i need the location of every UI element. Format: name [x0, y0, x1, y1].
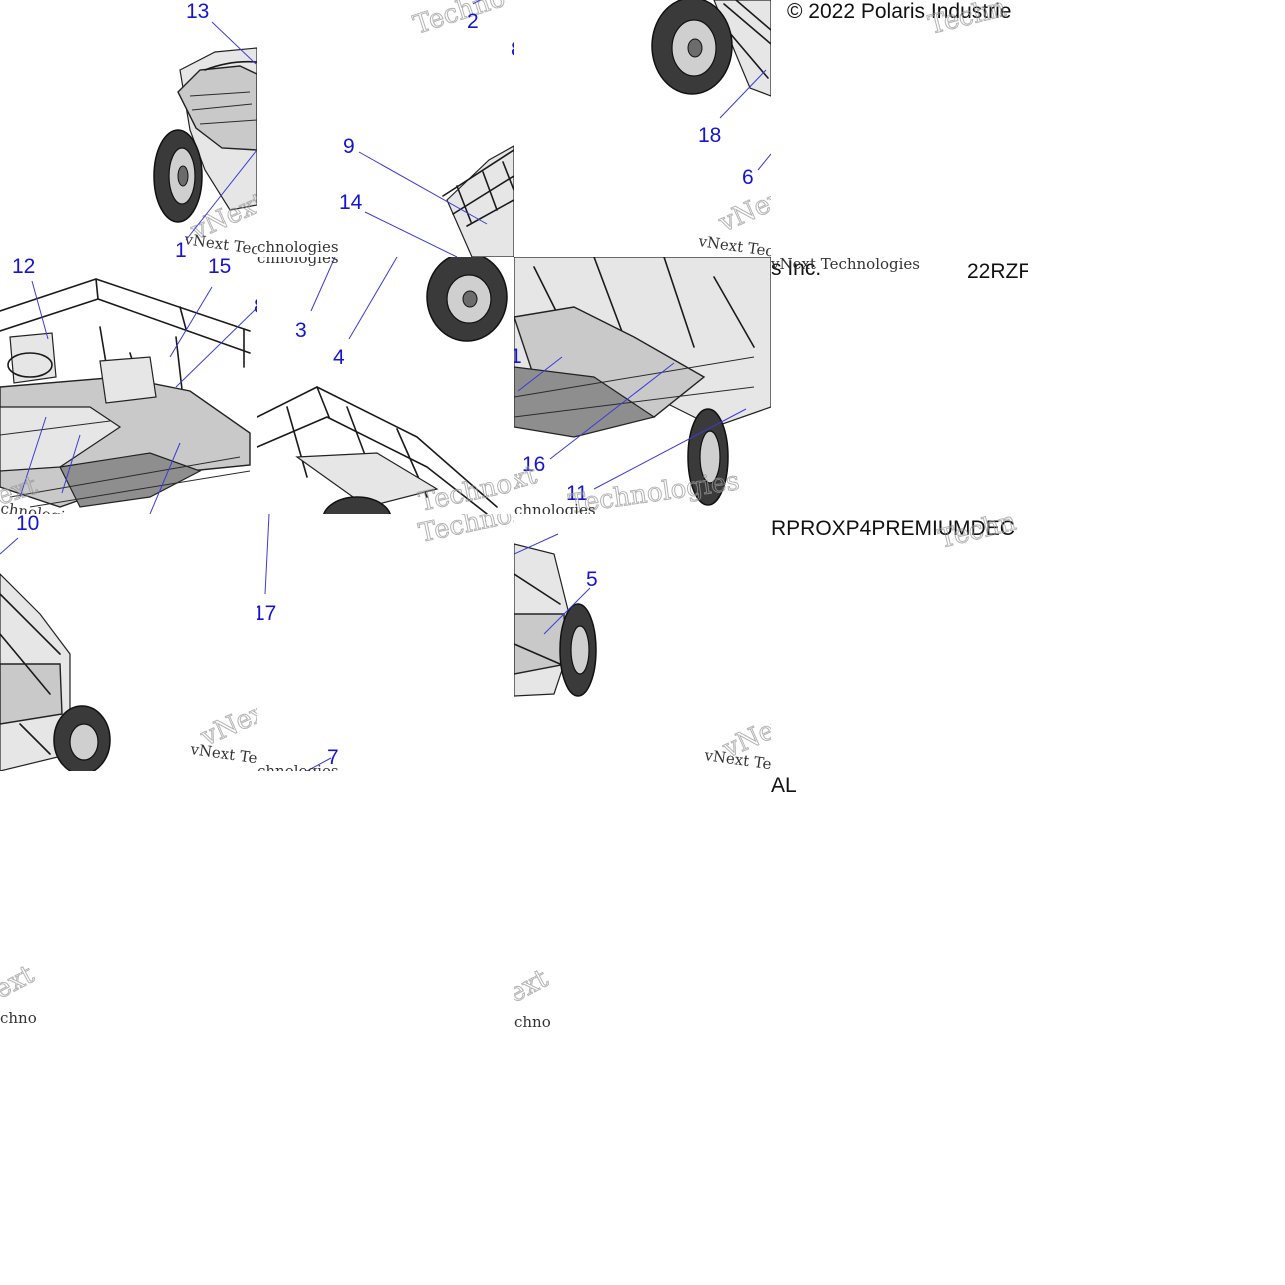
callout-8: 8 [254, 295, 257, 318]
model-code-body: RPROXP4PREMIUMDEC [771, 517, 1015, 540]
callout-6: 6 [742, 166, 754, 189]
watermark-stamp: chnologies [257, 238, 339, 256]
svg-text:ext: ext [514, 963, 554, 1009]
watermark-stamp: vNext vNext Technologies [188, 693, 257, 771]
tile-copyright: © 2022 Polaris Industrie Techn [771, 0, 1028, 257]
watermark-stamp: Techno [409, 0, 509, 41]
svg-text:chnologies: chnologies [257, 257, 339, 267]
svg-text:Technologies: Technologies [416, 514, 514, 549]
vehicle-front-fender [177, 47, 257, 211]
callout-10: 10 [16, 514, 39, 535]
front-left-tire [687, 408, 729, 506]
watermark-stamp: Technologies chnologies [257, 514, 514, 771]
callout-3: 3 [295, 319, 307, 342]
watermark-stamp: vNext vNext Technologies [702, 705, 771, 771]
rear-cage-section [442, 145, 514, 257]
svg-text:vNext Technologies: vNext Technologies [188, 740, 257, 771]
callout-15: 15 [208, 257, 231, 278]
seats [7, 332, 157, 404]
cockpit-interior [514, 257, 771, 438]
callout-9: 9 [343, 135, 355, 158]
callout-11: 11 [566, 482, 588, 505]
rear-cage-lower [257, 386, 498, 514]
rear-tire [426, 257, 508, 342]
callout-14: 14 [339, 191, 363, 214]
tile-front-wheel: 18 6 vNext vNext Technologies [514, 0, 771, 257]
model-code-tail: AL [771, 774, 797, 797]
svg-text:chnologies: chnologies [257, 238, 339, 256]
callout-7: 7 [327, 746, 339, 769]
tile-empty-2 [257, 771, 514, 1028]
callout-12: 12 [12, 257, 35, 278]
tile-empty-3: ext chno [514, 771, 771, 1028]
svg-text:Techno: Techno [416, 469, 514, 514]
copyright-text: © 2022 Polaris Industrie [787, 0, 1012, 23]
watermark-stamp: vNext vNext Technologies [696, 179, 771, 257]
watermark-stamp: ext chno [514, 963, 554, 1028]
svg-text:ext: ext [0, 959, 40, 1005]
callout-2: 2 [467, 10, 479, 33]
callout-13: 13 [186, 0, 209, 23]
model-code-head: 22RZF [967, 260, 1028, 283]
svg-text:vNext Technologies: vNext Technologies [696, 232, 771, 257]
tile-cockpit: 16 11 1 xt Technologies chnologies [514, 257, 771, 514]
front-right-tire [651, 0, 733, 95]
callout-5: 5 [586, 568, 598, 591]
front-tire [53, 705, 111, 771]
callout-18: 18 [698, 124, 721, 147]
svg-text:Techno: Techno [410, 0, 509, 41]
svg-text:chnologies: chnologies [514, 501, 596, 514]
tile-model-body: RPROXP4PREMIUMDEC Techn [771, 514, 1028, 771]
tile-lower-callouts: 17 7 Technologies chnologies [257, 514, 514, 771]
front-tire [153, 129, 203, 223]
tile-model-tail: AL [771, 771, 1028, 1028]
svg-text:chno: chno [514, 1013, 551, 1028]
front-right-fender [514, 543, 575, 697]
callout-1-edge: 1 [514, 345, 522, 368]
watermark-stamp: ext chno [0, 959, 40, 1027]
svg-text:vNext Technologies: vNext Technologies [182, 230, 257, 257]
tile-front-corner: vNext vNext Technologies 13 1 [0, 0, 257, 257]
front-right-tire [559, 603, 597, 697]
tile-rear-tire: 3 4 chnologies Techno [257, 257, 514, 514]
callout-16: 16 [522, 453, 545, 476]
tile-model-head: s Inc. 22RZF vNext Technologies [771, 257, 1028, 514]
callout-4: 4 [333, 346, 345, 369]
callout-17: 17 [257, 602, 276, 625]
tile-rear-cage: Techno 2 8 9 14 chnologies [257, 0, 514, 257]
svg-text:chnologies: chnologies [257, 762, 339, 771]
svg-text:chno: chno [0, 1009, 37, 1027]
tile-front-bumper: 10 vNext vNext Technologies [0, 514, 257, 771]
tile-empty-1: ext chno [0, 771, 257, 1028]
tile-side-body: 12 15 8 ext chnologies [0, 257, 257, 514]
tile-front-right: 5 vNext vNext Technologies [514, 514, 771, 771]
front-bumper-body [0, 573, 71, 771]
copyright-tail: s Inc. [771, 257, 822, 280]
callout-1: 1 [175, 239, 187, 257]
callout-8-top: 8 [511, 38, 514, 61]
